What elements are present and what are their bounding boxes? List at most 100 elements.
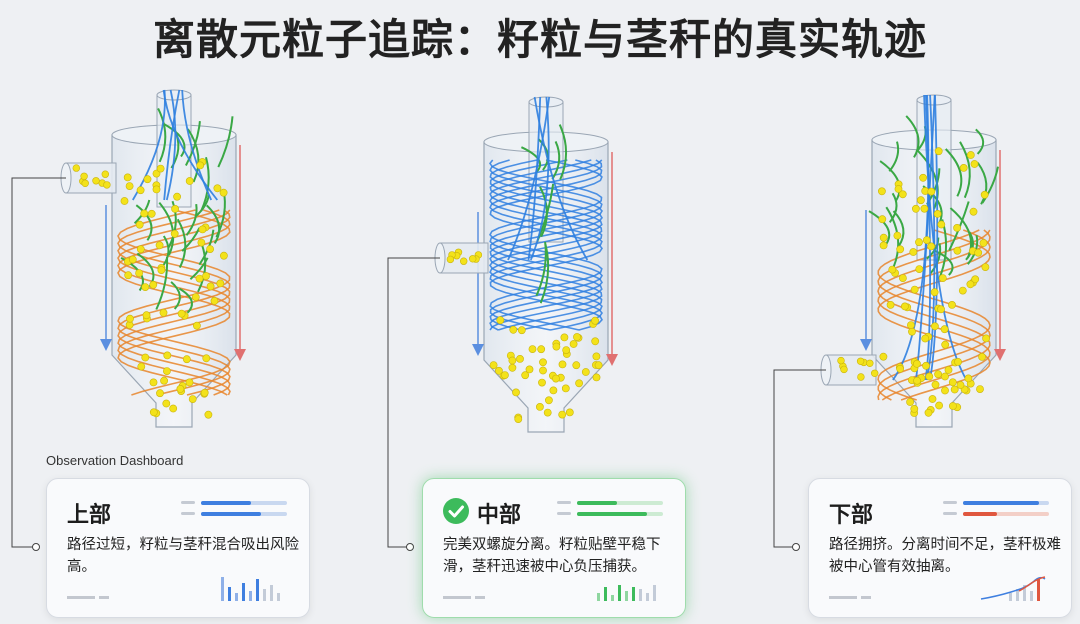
leader-line-top xyxy=(11,177,66,548)
grain-particle xyxy=(561,384,570,393)
legend-bars-icon xyxy=(943,501,1049,516)
card-title-bottom: 下部 xyxy=(829,503,874,528)
grain-particle xyxy=(915,265,924,273)
grain-particle xyxy=(137,362,146,371)
stalk-trajectory xyxy=(163,89,181,201)
grain-particle xyxy=(204,410,213,419)
stalk-particle xyxy=(965,231,974,261)
grain-particle xyxy=(124,271,133,280)
grain-particle xyxy=(953,223,961,232)
stalk-particle xyxy=(181,227,201,252)
grain-particle xyxy=(870,369,879,377)
grain-particle xyxy=(901,302,909,311)
grain-particle xyxy=(512,388,520,397)
grain-particle xyxy=(149,378,158,387)
cyclone-body xyxy=(111,134,237,428)
spiral-path xyxy=(117,209,231,396)
grain-particle xyxy=(173,192,181,201)
grain-particle xyxy=(920,204,929,213)
stalk-particle xyxy=(959,141,971,199)
stalk-particle xyxy=(157,107,167,163)
leader-dot-top xyxy=(32,543,40,551)
grain-particle xyxy=(896,364,904,373)
spiral-path xyxy=(489,159,603,331)
grain-particle xyxy=(949,402,957,410)
grain-particle xyxy=(907,321,915,329)
grain-particle xyxy=(879,233,888,242)
grain-particle xyxy=(928,395,937,403)
stalk-particle xyxy=(916,149,939,209)
grain-particle xyxy=(141,353,150,362)
stalk-particle xyxy=(135,204,153,241)
grain-particle xyxy=(196,161,205,170)
grain-particle xyxy=(922,361,930,370)
grain-particle xyxy=(558,360,567,369)
grain-particle xyxy=(980,190,989,199)
grain-particle xyxy=(80,172,88,181)
grain-particle xyxy=(572,361,581,370)
grain-particle xyxy=(888,265,897,274)
dashboard-label: Observation Dashboard xyxy=(46,453,184,468)
grain-particle xyxy=(837,356,845,365)
grain-particle xyxy=(591,316,599,325)
check-icon xyxy=(443,498,469,524)
grain-particle xyxy=(879,352,888,361)
grain-particle xyxy=(886,300,895,309)
grain-particle xyxy=(135,220,144,229)
card-middle: 中部 完美双螺旋分离。籽粒贴壁平稳下滑，茎秆迅速被中心负压捕获。 xyxy=(422,478,686,618)
grain-particle xyxy=(913,359,921,368)
grain-particle xyxy=(72,164,81,172)
grain-particle xyxy=(219,188,228,197)
spiral-path xyxy=(117,209,231,396)
grain-particle xyxy=(941,386,949,395)
grain-particle xyxy=(169,404,178,413)
page-title: 离散元粒子追踪：籽粒与茎秆的真实轨迹 xyxy=(152,15,927,64)
grain-particle xyxy=(966,280,975,289)
grain-particle xyxy=(140,209,149,218)
leader-dot-bottom xyxy=(792,543,800,551)
grain-particle xyxy=(934,147,943,156)
stalk-particle xyxy=(187,128,200,183)
grain-particle xyxy=(917,196,925,205)
card-desc-bottom: 路径拥挤。分离时间不足，茎秆极难被中心管有效抽离。 xyxy=(829,537,1061,575)
stalk-particle xyxy=(975,128,985,155)
grain-particle xyxy=(591,337,600,346)
grain-particle xyxy=(192,321,201,330)
grain-particle xyxy=(126,314,134,323)
stalk-trajectory xyxy=(925,94,936,381)
tube-rim xyxy=(156,89,192,101)
grain-particle xyxy=(966,151,975,159)
stalk-particle xyxy=(868,210,891,246)
grain-particle xyxy=(539,366,547,375)
trend-sparkline-icon xyxy=(980,576,1046,601)
grain-particle xyxy=(128,255,137,264)
grain-particle xyxy=(219,251,228,260)
stalk-particle xyxy=(888,192,898,223)
grain-particle xyxy=(948,300,956,309)
grain-particle xyxy=(908,327,916,336)
grain-particle xyxy=(954,357,962,366)
grain-particle xyxy=(558,410,567,419)
grain-particle xyxy=(545,396,553,405)
grain-particle xyxy=(81,179,89,188)
grain-particle xyxy=(940,325,949,334)
grain-particle xyxy=(565,408,574,417)
grain-particle xyxy=(976,385,984,393)
grain-particle xyxy=(210,296,219,305)
bar-sparkline-icon xyxy=(221,577,280,601)
grain-particle xyxy=(216,279,225,288)
grain-particle xyxy=(136,186,145,195)
grain-particle xyxy=(941,372,949,381)
grain-particle xyxy=(539,358,547,367)
grain-particle xyxy=(177,309,186,318)
grain-particle xyxy=(971,275,980,284)
grain-particle xyxy=(953,246,962,255)
grain-particle xyxy=(944,366,953,374)
grain-particle xyxy=(573,333,581,341)
inlet-pipe xyxy=(825,354,877,386)
grain-particle xyxy=(937,220,946,229)
grain-particle xyxy=(981,263,990,271)
grain-particle xyxy=(575,379,583,388)
grain-particle xyxy=(969,207,978,216)
